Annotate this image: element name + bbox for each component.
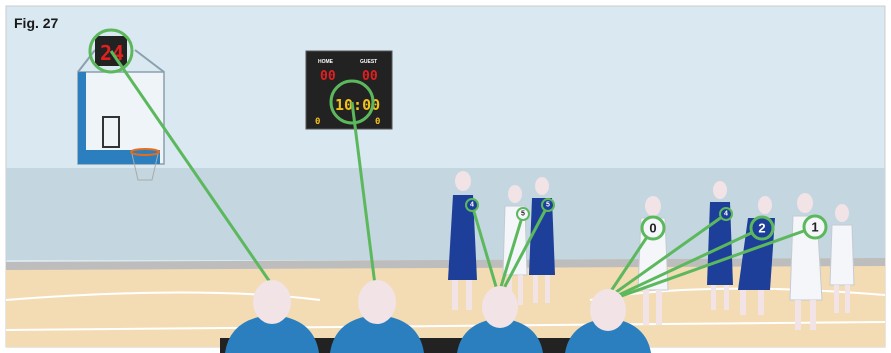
- jersey-number-white-1: 5: [517, 208, 529, 220]
- jersey-number-blue-2: 5: [542, 199, 554, 211]
- jersey-number-blue-3: 4: [720, 208, 732, 220]
- scoreboard-home-score: 00: [320, 69, 336, 84]
- jersey-number-white-2: 0: [642, 217, 664, 239]
- svg-text:1: 1: [811, 220, 818, 235]
- figure-label: Fig. 27: [14, 15, 59, 31]
- scoreboard-guest-score: 00: [362, 69, 378, 84]
- svg-text:2: 2: [758, 221, 765, 236]
- jersey-number-blue-4: 2: [751, 217, 773, 239]
- svg-text:5: 5: [521, 211, 525, 218]
- scoreboard-guest-label: GUEST: [360, 59, 377, 65]
- jersey-number-white-3: 1: [804, 216, 826, 238]
- scoreboard-home-label: HOME: [318, 59, 334, 65]
- scoreboard-guest-fouls: 0: [375, 117, 380, 127]
- svg-text:5: 5: [546, 202, 550, 209]
- svg-text:4: 4: [470, 202, 474, 209]
- svg-text:4: 4: [724, 211, 728, 218]
- svg-text:0: 0: [649, 221, 656, 236]
- jersey-number-blue-1: 4: [466, 199, 478, 211]
- scoreboard-home-fouls: 0: [315, 117, 320, 127]
- scoreboard: HOME GUEST 00 00 10:00 0 0: [306, 51, 392, 129]
